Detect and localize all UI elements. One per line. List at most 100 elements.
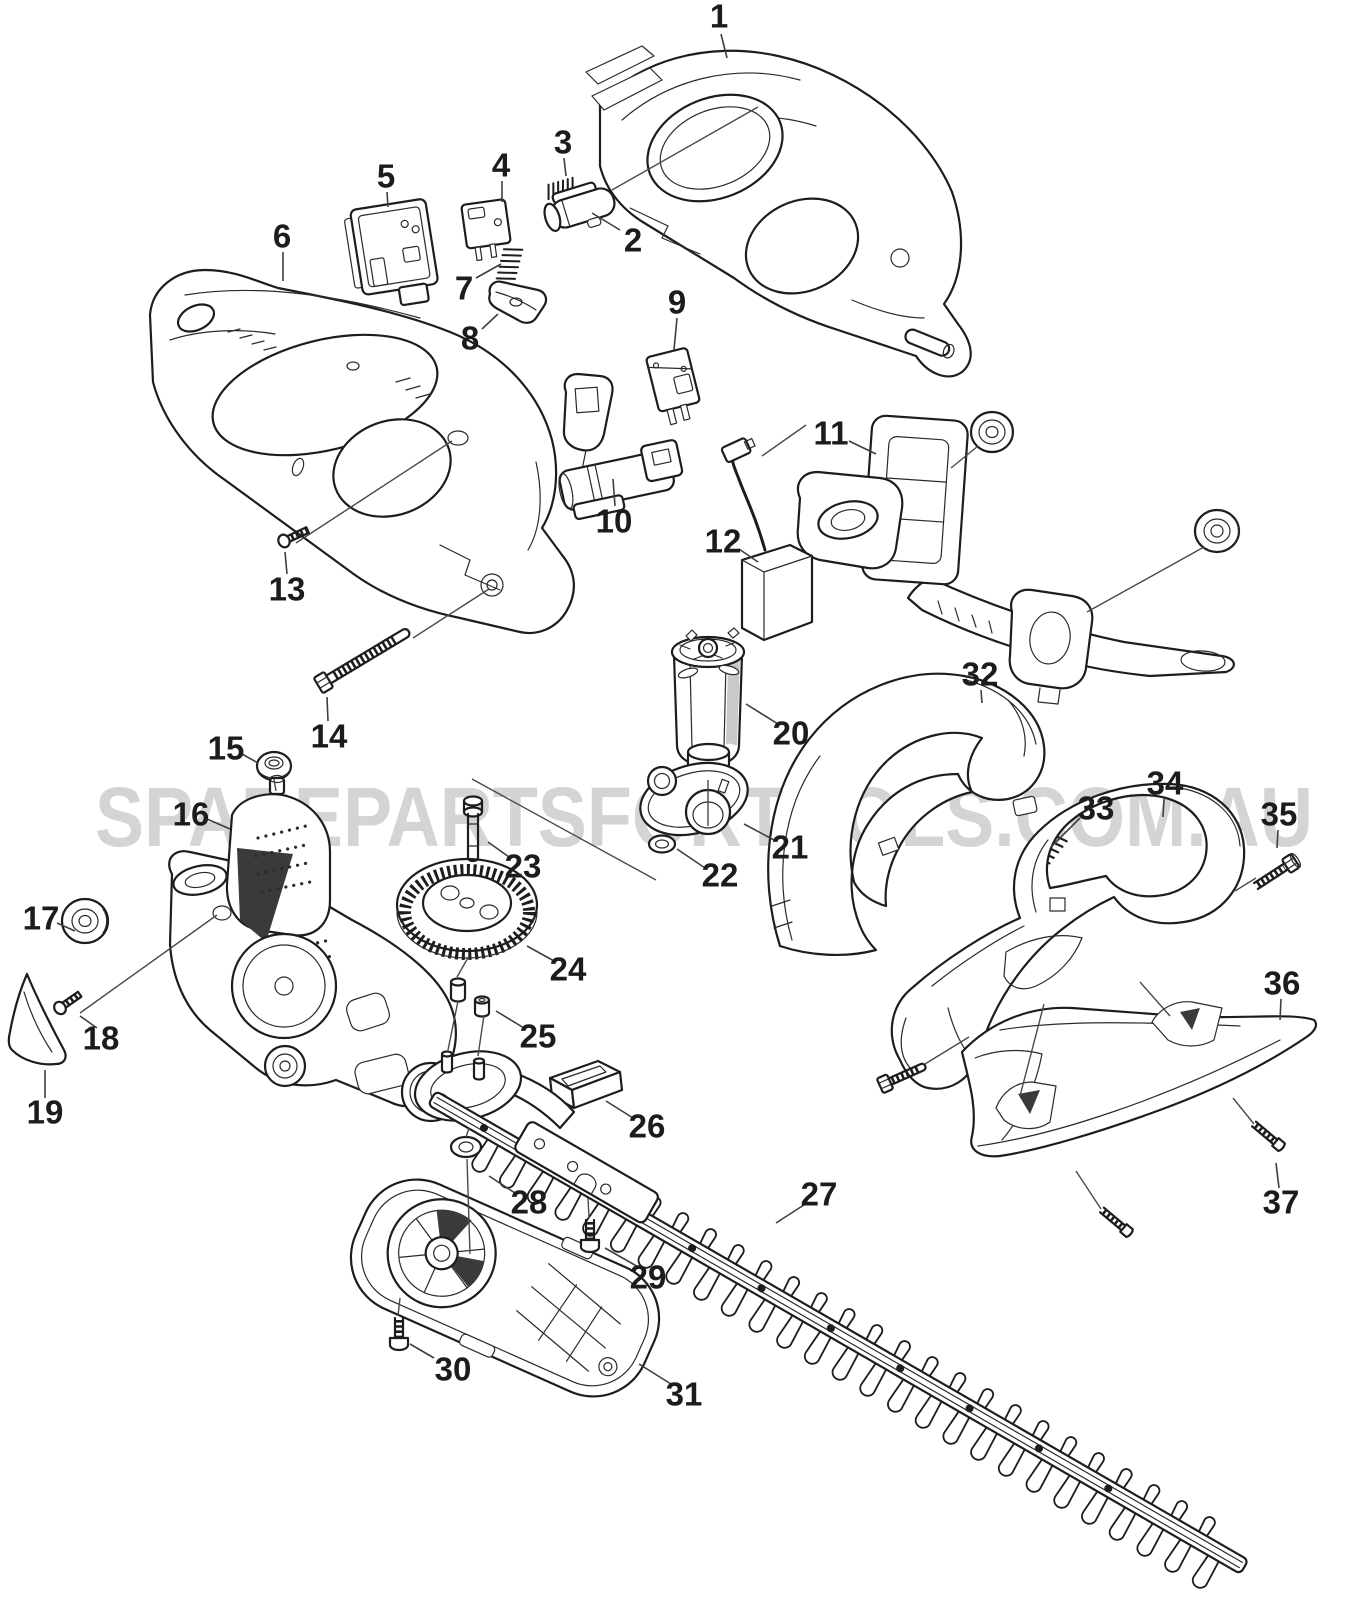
assembly-line (611, 106, 759, 191)
callout-6-label: 6 (273, 218, 291, 255)
callout-33-label: 33 (1078, 790, 1115, 827)
part-23-spindle (462, 795, 484, 863)
callout-21-label: 21 (772, 829, 809, 866)
callout-29-leader (604, 1247, 641, 1269)
part-25-pins (449, 977, 491, 1018)
callout-20-label: 20 (773, 715, 810, 752)
blade-mount-flange (514, 1121, 659, 1224)
assembly-line (1232, 1097, 1255, 1125)
callout-8-leader (481, 313, 499, 330)
callout-5-label: 5 (377, 158, 395, 195)
callout-11-leader (848, 440, 877, 455)
callout-27-label: 27 (801, 1176, 838, 1213)
callout-16-label: 16 (173, 796, 210, 833)
callout-10-label: 10 (596, 503, 633, 540)
callout-14-label: 14 (311, 718, 348, 755)
part-5-controller-module (344, 198, 439, 307)
part-24-gear (395, 857, 539, 960)
callout-16-leader (206, 818, 231, 830)
assembly-line (273, 778, 277, 792)
part-27-blade-assembly (428, 1091, 1248, 1592)
assembly-line (1075, 1170, 1102, 1210)
part-36-blade-cover (960, 1001, 1318, 1158)
callout-3-label: 3 (554, 124, 572, 161)
assembly-line (587, 1197, 590, 1219)
part-11-motor-bracket (796, 410, 1241, 705)
part-30-screw (388, 1316, 410, 1352)
assembly-line (456, 955, 470, 978)
callout-21-leader (743, 823, 775, 841)
callout-36-leader (1279, 998, 1282, 1021)
assembly-line (412, 588, 490, 639)
callout-7-leader (475, 263, 502, 279)
assembly-line (924, 1036, 970, 1065)
callout-26-label: 26 (629, 1108, 666, 1145)
part-28-washer (449, 1135, 483, 1159)
callout-8-label: 8 (461, 320, 479, 357)
part-8-trigger-guide (488, 280, 548, 324)
callout-35-label: 35 (1261, 796, 1298, 833)
callout-27-leader (775, 1202, 808, 1224)
callout-17-label: 17 (23, 900, 60, 937)
callout-24-label: 24 (550, 951, 587, 988)
callout-34-leader (1162, 798, 1165, 818)
callout-3-leader (563, 157, 567, 177)
part-32-front-handle (767, 672, 1046, 957)
assembly-lines-layer (79, 106, 1257, 1317)
callout-36-label: 36 (1264, 965, 1301, 1002)
callout-22-label: 22 (702, 857, 739, 894)
callout-1-label: 1 (710, 0, 728, 35)
rubber-cap-icon (1193, 508, 1241, 554)
part-9-connector (645, 347, 701, 426)
callout-2-label: 2 (624, 222, 642, 259)
assembly-line (761, 424, 807, 457)
callout-15-label: 15 (208, 730, 245, 767)
assembly-line (1234, 877, 1257, 892)
part-3-spring (547, 176, 574, 201)
callout-5-leader (386, 191, 389, 208)
part-29-screw (579, 1218, 601, 1254)
callout-4-label: 4 (492, 147, 511, 184)
assembly-line (397, 1297, 401, 1317)
assembly-line (1086, 546, 1205, 613)
part-13-screw (277, 526, 310, 549)
assembly-line (477, 1014, 485, 1057)
part-1-rear-housing (585, 45, 972, 378)
callout-9-leader (673, 317, 678, 351)
callout-37-label: 37 (1263, 1184, 1300, 1221)
part-16-gear-housing (168, 774, 462, 1123)
rubber-cap-icon (969, 410, 1015, 454)
callout-13-leader (284, 551, 288, 575)
part-6-front-housing (148, 268, 575, 635)
callout-15-leader (241, 753, 259, 764)
callout-7-label: 7 (455, 270, 473, 307)
callout-17-leader (56, 922, 76, 932)
callout-22-leader (676, 848, 706, 869)
callout-19-label: 19 (27, 1094, 64, 1131)
callout-25-leader (495, 1010, 525, 1029)
callout-18-label: 18 (83, 1020, 120, 1057)
part-37-screw (1250, 1120, 1286, 1153)
callout-18-leader (79, 1015, 98, 1029)
part-26-cushion-block (548, 1059, 624, 1110)
callout-32-leader (980, 689, 983, 704)
callout-33-leader (1050, 817, 1081, 848)
callout-28-label: 28 (511, 1184, 548, 1221)
callout-12-leader (738, 548, 759, 563)
callout-20-leader (745, 703, 779, 725)
callout-10-leader (612, 478, 616, 507)
part-35-bolt (1252, 852, 1302, 891)
callout-1-leader (720, 33, 728, 59)
assembly-line (295, 440, 453, 544)
callout-26-leader (605, 1100, 634, 1119)
callout-layer: 1234567891011121314151617181920212223242… (23, 0, 1301, 1413)
callout-30-leader (409, 1343, 435, 1359)
part-7-spring (495, 248, 524, 280)
callout-29-label: 29 (630, 1259, 667, 1296)
callout-31-label: 31 (666, 1376, 703, 1413)
assembly-line (950, 445, 979, 469)
assembly-line (465, 1127, 470, 1138)
grip-ribs (227, 328, 431, 399)
callout-14-leader (326, 696, 329, 722)
callout-9-label: 9 (668, 284, 686, 321)
